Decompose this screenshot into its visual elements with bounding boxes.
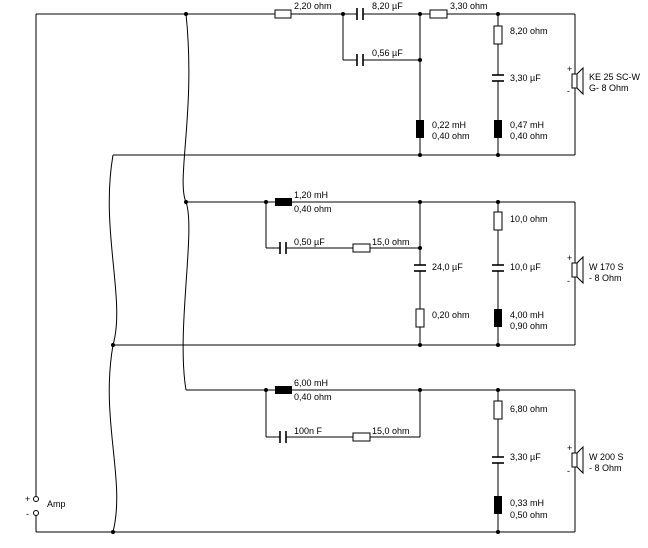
amp-minus-sign: - [26, 509, 29, 519]
tweeter-l-shunt-r-label: 0,40 ohm [432, 131, 470, 141]
woofer-r-bypass-label: 15,0 ohm [372, 426, 410, 436]
tweeter-c-notch-label: 3,30 µF [510, 73, 541, 83]
tweeter-notch-cap [492, 74, 504, 82]
tweeter-l-notch-r-label: 0,40 ohm [510, 131, 548, 141]
mid-r-bypass-label: 15,0 ohm [372, 237, 410, 247]
mid-shunt-cap [414, 264, 426, 272]
woofer-c-notch-label: 3,30 µF [510, 452, 541, 462]
woofer-l-series-r-label: 0,40 ohm [294, 392, 332, 402]
tweeter-speaker-imp: G- 8 Ohm [589, 83, 629, 93]
mid-c-shunt-label: 24,0 µF [432, 262, 463, 272]
tweeter-series-resistor [274, 9, 292, 19]
woofer-speaker-name: W 200 S [589, 452, 624, 462]
amp-terminals [33, 496, 39, 516]
tweeter-series-cap-2 [356, 54, 364, 66]
tweeter-l-shunt-l-label: 0,22 mH [432, 120, 466, 130]
amp-minus-terminal [33, 510, 39, 516]
woofer-minus-sign: - [567, 466, 570, 476]
woofer-bypass-cap [279, 431, 287, 443]
mid-notch-inductor [494, 309, 502, 327]
tweeter-c-series-1-label: 8,20 µF [372, 1, 403, 11]
amp-plus-sign: + [25, 494, 30, 504]
mid-c-bypass-label: 0,50 µF [294, 237, 325, 247]
mid-r-shunt-label: 0,20 ohm [432, 310, 470, 320]
mid-minus-sign: - [567, 276, 570, 286]
woofer-notch-cap [492, 456, 504, 464]
mid-l-series-r-label: 0,40 ohm [294, 204, 332, 214]
tweeter-l-notch-l-label: 0,47 mH [510, 120, 544, 130]
mid-speaker-name: W 170 S [589, 262, 624, 272]
tweeter-speaker-name: KE 25 SC-W [589, 72, 641, 82]
woofer-speaker-icon [571, 445, 584, 475]
tweeter-plus-sign: + [567, 64, 572, 74]
mid-shunt-resistor [415, 308, 425, 328]
woofer-r-notch-label: 6,80 ohm [510, 404, 548, 414]
mid-bypass-cap [279, 242, 287, 254]
woofer-notch-resistor [493, 400, 503, 420]
woofer-speaker-imp: - 8 Ohm [589, 463, 622, 473]
mid-series-inductor [275, 198, 292, 206]
mid-c-notch-label: 10,0 µF [510, 262, 541, 272]
woofer-plus-sign: + [567, 443, 572, 453]
tweeter-series-cap-1 [356, 8, 364, 20]
woofer-l-notch-l-label: 0,33 mH [510, 498, 544, 508]
tweeter-r-series-2-label: 3,30 ohm [450, 1, 488, 11]
tweeter-notch-inductor [494, 120, 502, 138]
tweeter-shunt-inductor [416, 120, 424, 138]
woofer-l-notch-r-label: 0,50 ohm [510, 510, 548, 520]
woofer-c-bypass-label: 100n F [294, 426, 323, 436]
mid-plus-sign: + [567, 253, 572, 263]
tweeter-r-notch-label: 8,20 ohm [510, 26, 548, 36]
mid-notch-resistor [493, 211, 503, 231]
amp-plus-terminal [33, 496, 39, 502]
tweeter-series-resistor-2 [429, 9, 448, 19]
tweeter-minus-sign: - [567, 86, 570, 96]
mid-speaker-imp: - 8 Ohm [589, 273, 622, 283]
mid-l-series-l-label: 1,20 mH [294, 190, 328, 200]
woofer-bypass-resistor [352, 432, 371, 442]
mid-notch-cap [492, 264, 504, 272]
amp-label: Amp [47, 499, 66, 509]
mid-r-notch-label: 10,0 ohm [510, 214, 548, 224]
mid-speaker-icon [571, 255, 584, 285]
woofer-l-series-l-label: 6,00 mH [294, 378, 328, 388]
woofer-notch-inductor [494, 496, 502, 514]
mid-bypass-resistor [352, 243, 371, 253]
woofer-series-inductor [275, 386, 292, 394]
tweeter-notch-resistor [493, 25, 503, 45]
tweeter-r-series-label: 2,20 ohm [294, 1, 332, 11]
junction-dots [111, 12, 500, 534]
tweeter-c-series-2-label: 0,56 µF [372, 48, 403, 58]
mid-l-notch-r-label: 0,90 ohm [510, 321, 548, 331]
tweeter-speaker-icon [571, 66, 584, 96]
mid-l-notch-l-label: 4,00 mH [510, 310, 544, 320]
